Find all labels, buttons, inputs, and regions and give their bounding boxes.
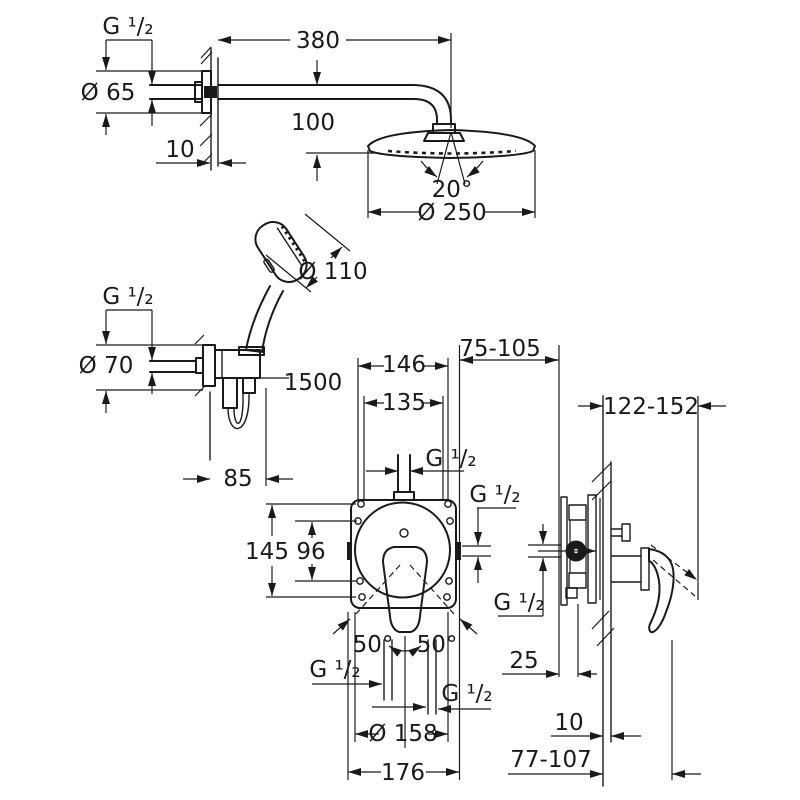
rough-in-valve-body bbox=[560, 494, 631, 606]
dim-front-plate-width: 176 bbox=[381, 760, 425, 786]
dim-hand-head-diameter: Ø 110 bbox=[298, 259, 367, 285]
wall-section-side bbox=[591, 395, 615, 787]
dim-front-thread-bottom-left: G ¹/₂ bbox=[309, 657, 360, 683]
arm-wall-flange bbox=[149, 70, 217, 114]
shower-arm bbox=[217, 84, 465, 142]
dim-front-height-inner: 96 bbox=[296, 539, 325, 565]
dim-front-rosette-diameter: Ø 158 bbox=[368, 721, 437, 747]
dim-front-height-outer: 145 bbox=[245, 539, 289, 565]
dim-box-depth: 25 bbox=[509, 648, 538, 674]
dim-lever-depth-range: 77-107 bbox=[510, 747, 591, 773]
mixer-side-dimensions: 122-152 G ¹/₂ 25 10 77-107 bbox=[493, 345, 726, 780]
mixer-front-dimensions: 146 135 G ¹/₂ G ¹/₂ 145 96 50° 50° G ¹/₂… bbox=[245, 336, 559, 786]
dim-install-depth-range: 75-105 bbox=[459, 336, 540, 362]
dim-head-diameter: Ø 250 bbox=[417, 200, 486, 226]
dim-head-thread: G ¹/₂ bbox=[102, 14, 153, 40]
dim-front-thread-bottom-right: G ¹/₂ bbox=[441, 681, 492, 707]
dim-head-flange-diameter: Ø 65 bbox=[81, 80, 136, 106]
dim-front-width-outer: 146 bbox=[382, 352, 426, 378]
mixer-trim-plate bbox=[347, 499, 461, 609]
dim-arm-length: 380 bbox=[296, 28, 340, 54]
dim-holder-depth: 85 bbox=[223, 466, 252, 492]
dim-hand-thread: G ¹/₂ bbox=[102, 284, 153, 310]
dim-side-thread: G ¹/₂ bbox=[493, 590, 544, 616]
mixer-lever-front bbox=[332, 546, 478, 635]
dim-spray-angle: 20° bbox=[432, 177, 473, 203]
dim-hose-length: 1500 bbox=[284, 370, 343, 396]
dim-front-swing-right: 50° bbox=[417, 632, 458, 658]
mixer-front-view: 146 135 G ¹/₂ G ¹/₂ 145 96 50° 50° G ¹/₂… bbox=[245, 336, 559, 786]
dim-total-depth-range: 122-152 bbox=[603, 394, 699, 420]
dim-front-width-inner: 135 bbox=[382, 390, 426, 416]
hand-shower-dimensions: Ø 110 G ¹/₂ Ø 70 1500 85 bbox=[79, 213, 368, 492]
holder-wall-flange bbox=[149, 334, 216, 461]
head-shower-dimensions: G ¹/₂ Ø 65 10 380 100 20° Ø 250 bbox=[81, 14, 536, 226]
mixer-side-view: 122-152 G ¹/₂ 25 10 77-107 bbox=[493, 345, 726, 787]
hand-shower-view: Ø 110 G ¹/₂ Ø 70 1500 85 bbox=[79, 213, 368, 492]
dim-wall-gap: 10 bbox=[554, 710, 583, 736]
hand-shower-handle bbox=[238, 285, 284, 356]
mixer-bottom-ports bbox=[383, 636, 437, 748]
mixer-lever-side bbox=[610, 544, 698, 634]
head-shower-view: G ¹/₂ Ø 65 10 380 100 20° Ø 250 bbox=[81, 14, 536, 226]
mixer-top-connection bbox=[393, 454, 415, 501]
head-shower-disc bbox=[367, 129, 536, 159]
dim-front-thread-right: G ¹/₂ bbox=[469, 482, 520, 508]
hand-shower-head bbox=[254, 221, 308, 283]
dim-front-thread-top: G ¹/₂ bbox=[425, 446, 476, 472]
dim-hand-flange-diameter: Ø 70 bbox=[79, 353, 134, 379]
hose-connection bbox=[222, 377, 256, 429]
dim-front-swing-left: 50° bbox=[353, 632, 394, 658]
dim-head-wall-offset: 10 bbox=[165, 137, 194, 163]
dim-head-drop: 100 bbox=[291, 110, 335, 136]
